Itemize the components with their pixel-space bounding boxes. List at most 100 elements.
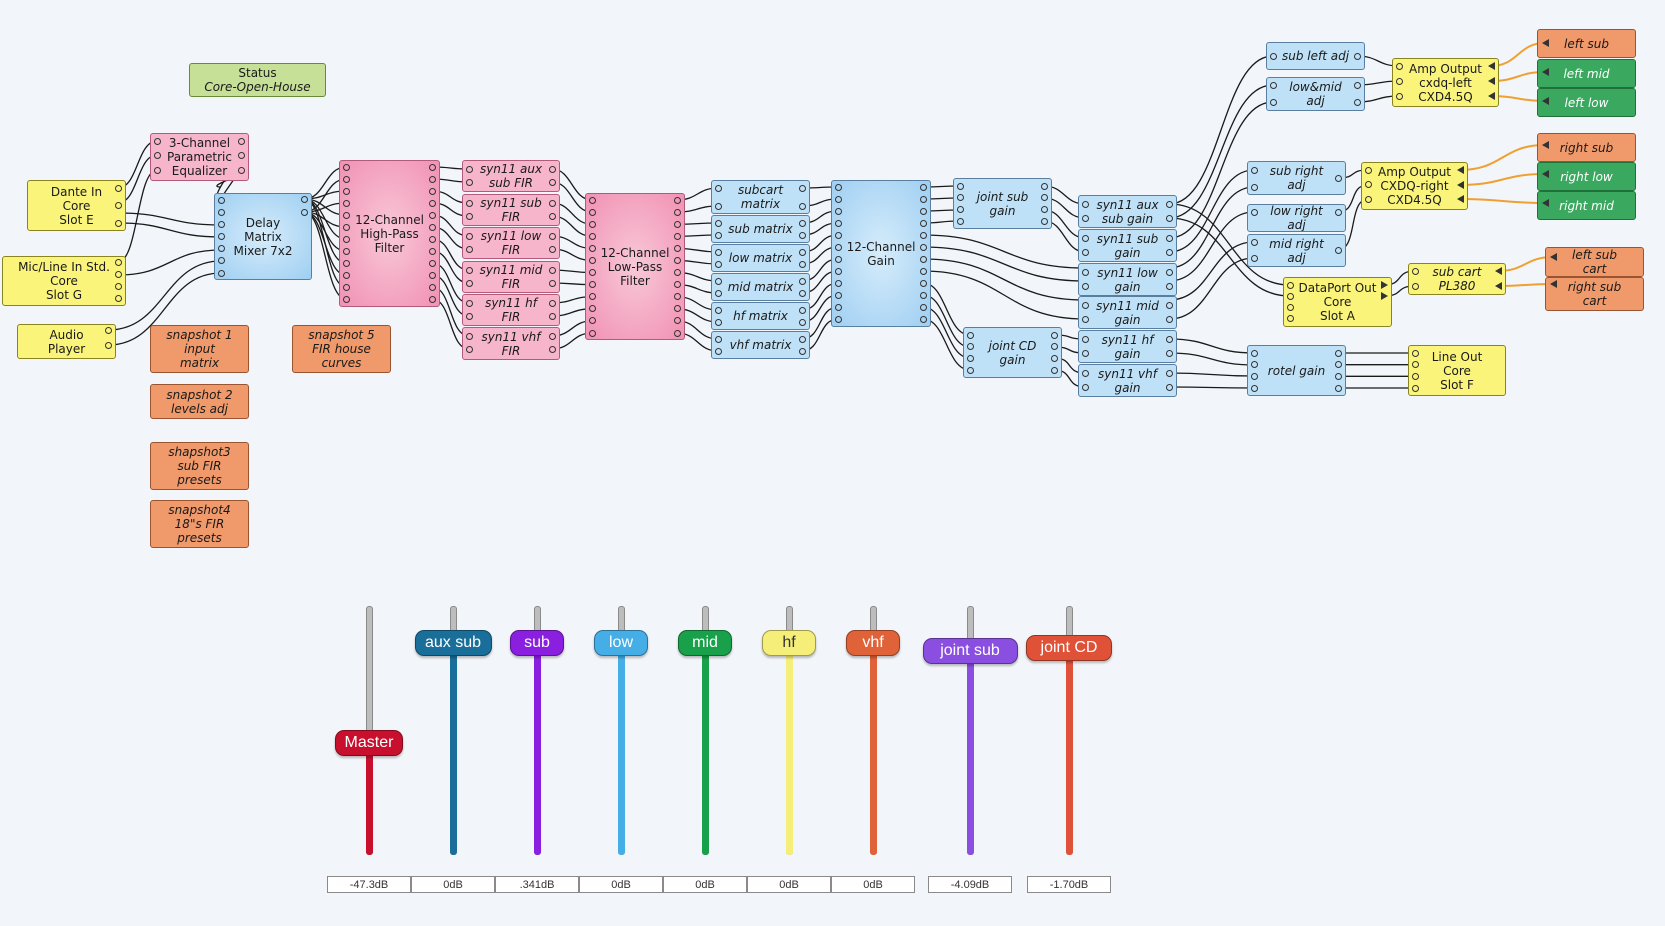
fir-block[interactable]: syn11 low FIR (462, 227, 560, 259)
port[interactable] (1040, 217, 1048, 225)
port[interactable] (1250, 361, 1258, 369)
fader-readout[interactable]: -1.70dB (1027, 876, 1111, 893)
port[interactable] (465, 199, 473, 207)
port[interactable] (114, 282, 122, 290)
port[interactable] (1165, 301, 1173, 309)
port[interactable] (834, 291, 842, 299)
port[interactable] (1395, 92, 1403, 100)
port[interactable] (114, 184, 122, 192)
port[interactable] (834, 243, 842, 251)
port[interactable] (428, 247, 436, 255)
port[interactable] (114, 219, 122, 227)
port[interactable] (588, 305, 596, 313)
line-out-block[interactable]: Line Out Core Slot F (1408, 345, 1506, 396)
port[interactable] (428, 295, 436, 303)
port[interactable] (217, 257, 225, 265)
fader-knob[interactable]: hf (762, 630, 816, 657)
amp-port-arrow[interactable] (1487, 62, 1495, 70)
port[interactable] (217, 269, 225, 277)
fader-knob[interactable]: sub (510, 630, 564, 657)
sub-right-adj-block[interactable]: sub right adj (1247, 161, 1346, 195)
port[interactable] (1250, 208, 1258, 216)
low-mid-adj-block[interactable]: low&mid adj (1266, 77, 1365, 111)
port[interactable] (1411, 267, 1419, 275)
port[interactable] (153, 166, 161, 174)
port[interactable] (673, 256, 681, 264)
amp-port-arrow[interactable] (1456, 166, 1464, 174)
high-pass-filter-block[interactable]: 12-Channel High-Pass Filter (339, 160, 440, 307)
port[interactable] (548, 345, 556, 353)
output-left-mid[interactable]: left mid (1537, 59, 1636, 88)
port[interactable] (798, 347, 806, 355)
snapshot-2-block[interactable]: snapshot 2 levels adj (150, 384, 249, 419)
port[interactable] (798, 335, 806, 343)
port[interactable] (956, 217, 964, 225)
port[interactable] (1040, 205, 1048, 213)
port[interactable] (588, 244, 596, 252)
fir-block[interactable]: syn11 aux sub FIR (462, 160, 560, 192)
low-right-adj-block[interactable]: low right adj (1247, 204, 1346, 232)
port[interactable] (465, 299, 473, 307)
syn-gain-block[interactable]: syn11 hf gain (1078, 330, 1177, 363)
port[interactable] (342, 211, 350, 219)
port[interactable] (956, 182, 964, 190)
port[interactable] (834, 279, 842, 287)
port[interactable] (588, 317, 596, 325)
port[interactable] (114, 258, 122, 266)
port[interactable] (153, 152, 161, 159)
port[interactable] (1250, 349, 1258, 357)
port[interactable] (428, 235, 436, 243)
fader-readout[interactable]: 0dB (411, 876, 495, 893)
audio-player-block[interactable]: Audio Player (17, 324, 116, 359)
port[interactable] (714, 289, 722, 297)
port[interactable] (1250, 238, 1258, 246)
port[interactable] (465, 345, 473, 353)
port[interactable] (1050, 343, 1058, 351)
port[interactable] (1081, 248, 1089, 256)
amp-port-arrow[interactable] (1380, 281, 1388, 289)
delay-matrix-block[interactable]: Delay Matrix Mixer 7x2 (214, 193, 312, 280)
port[interactable] (798, 289, 806, 297)
status-block[interactable]: Status Core-Open-House (189, 63, 326, 97)
port[interactable] (798, 184, 806, 192)
port[interactable] (1286, 292, 1294, 300)
port[interactable] (153, 137, 161, 145)
port[interactable] (714, 335, 722, 343)
port[interactable] (548, 266, 556, 274)
port[interactable] (237, 166, 245, 174)
amp-output-left-block[interactable]: Amp Output cxdq-left CXD4.5Q (1392, 58, 1499, 107)
port[interactable] (588, 196, 596, 204)
port[interactable] (834, 315, 842, 323)
port[interactable] (1411, 361, 1419, 369)
port[interactable] (428, 175, 436, 183)
port[interactable] (1411, 349, 1419, 357)
port[interactable] (588, 232, 596, 240)
port[interactable] (1269, 98, 1277, 106)
amp-port-arrow[interactable] (1456, 195, 1464, 203)
syn-gain-block[interactable]: syn11 vhf gain (1078, 364, 1177, 397)
syn-gain-block[interactable]: syn11 aux sub gain (1078, 195, 1177, 228)
port[interactable] (217, 196, 225, 204)
amp-port-arrow[interactable] (1380, 292, 1388, 300)
amp-port-arrow[interactable] (1487, 77, 1495, 85)
fader-knob[interactable]: mid (678, 630, 732, 657)
port[interactable] (834, 219, 842, 227)
port[interactable] (834, 303, 842, 311)
port[interactable] (114, 202, 122, 209)
port[interactable] (919, 183, 927, 191)
port[interactable] (1250, 384, 1258, 392)
port[interactable] (217, 233, 225, 240)
snapshot-4-block[interactable]: snapshot4 18"s FIR presets (150, 500, 249, 548)
low-pass-filter-block[interactable]: 12-Channel Low-Pass Filter (585, 193, 685, 340)
port[interactable] (1081, 315, 1089, 323)
port[interactable] (428, 211, 436, 219)
port[interactable] (1334, 174, 1342, 182)
port[interactable] (1165, 383, 1173, 391)
port[interactable] (342, 235, 350, 243)
port[interactable] (966, 354, 974, 362)
port[interactable] (1334, 208, 1342, 216)
port[interactable] (673, 196, 681, 204)
amp-port-arrow[interactable] (1541, 170, 1549, 178)
snapshot-5-block[interactable]: snapshot 5 FIR house curves (292, 325, 391, 373)
rotel-gain-block[interactable]: rotel gain (1247, 345, 1346, 396)
